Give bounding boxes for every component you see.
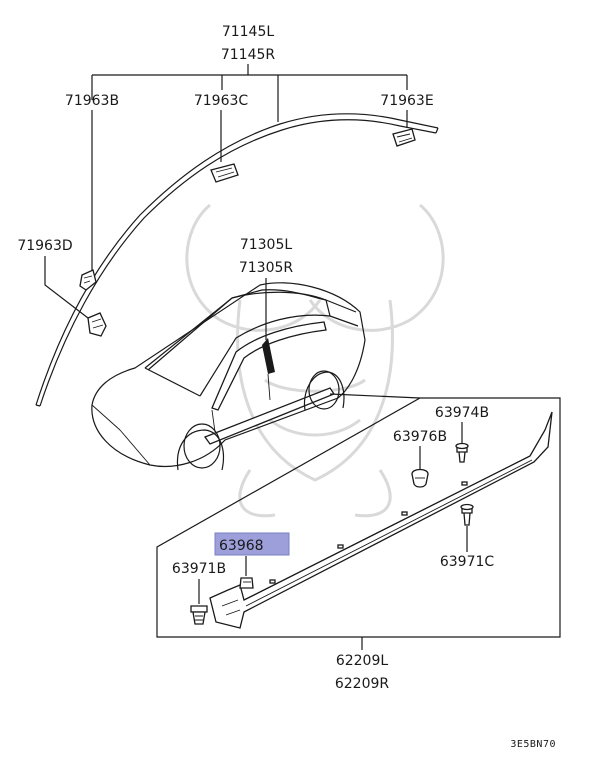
clip-71963b-icon — [79, 269, 97, 291]
leader-71145 — [91, 64, 408, 122]
roof-moulding-strip-outer — [35, 113, 439, 406]
diagram-code: 3E5BN70 — [510, 739, 556, 750]
b-pillar-moulding-71305-icon — [262, 338, 275, 374]
sill-clip-marks — [269, 481, 468, 584]
highlight-63968[interactable] — [214, 532, 290, 556]
label-63971c: 63971C — [440, 554, 495, 570]
label-62209r: 62209R — [335, 676, 390, 692]
label-71305r: 71305R — [239, 260, 294, 276]
watermark-emblem — [185, 203, 445, 518]
clip-71963c-icon — [210, 163, 239, 183]
label-63971b: 63971B — [172, 561, 226, 577]
label-63968: 63968 — [219, 538, 264, 554]
clip-71963d-icon — [87, 312, 107, 337]
screw-63971b-icon — [192, 611, 206, 625]
label-71963c: 71963C — [194, 93, 249, 109]
car-body-outline — [91, 282, 366, 468]
label-71963d: 71963D — [17, 238, 72, 254]
label-63976b: 63976B — [393, 429, 447, 445]
label-71145r: 71145R — [221, 47, 276, 63]
clip-63968-icon — [239, 577, 254, 589]
detail-frame — [156, 397, 561, 638]
leader-71963d — [44, 256, 89, 319]
side-sill-detail: 63974B 63976B 63971C 63968 63971B 62209L… — [156, 393, 561, 692]
label-71963e: 71963E — [380, 93, 433, 109]
side-sill-garnish-62209-icon — [209, 411, 553, 629]
label-71305l: 71305L — [240, 237, 293, 253]
roof-moulding-group: 71145L 71145R 71963B 71963C 71963E 71963… — [17, 24, 439, 407]
front-wheel-icon — [176, 429, 225, 471]
label-71963b: 71963B — [65, 93, 119, 109]
car-illustration: 71305L 71305R — [91, 237, 366, 471]
detail-connector — [329, 393, 421, 399]
label-62209l: 62209L — [336, 653, 389, 669]
clip-71963e-icon — [392, 128, 416, 147]
door-frame-moulding — [211, 321, 327, 411]
label-63974b: 63974B — [435, 405, 489, 421]
screw-63971b-head — [190, 605, 208, 613]
label-71145l: 71145L — [222, 24, 275, 40]
